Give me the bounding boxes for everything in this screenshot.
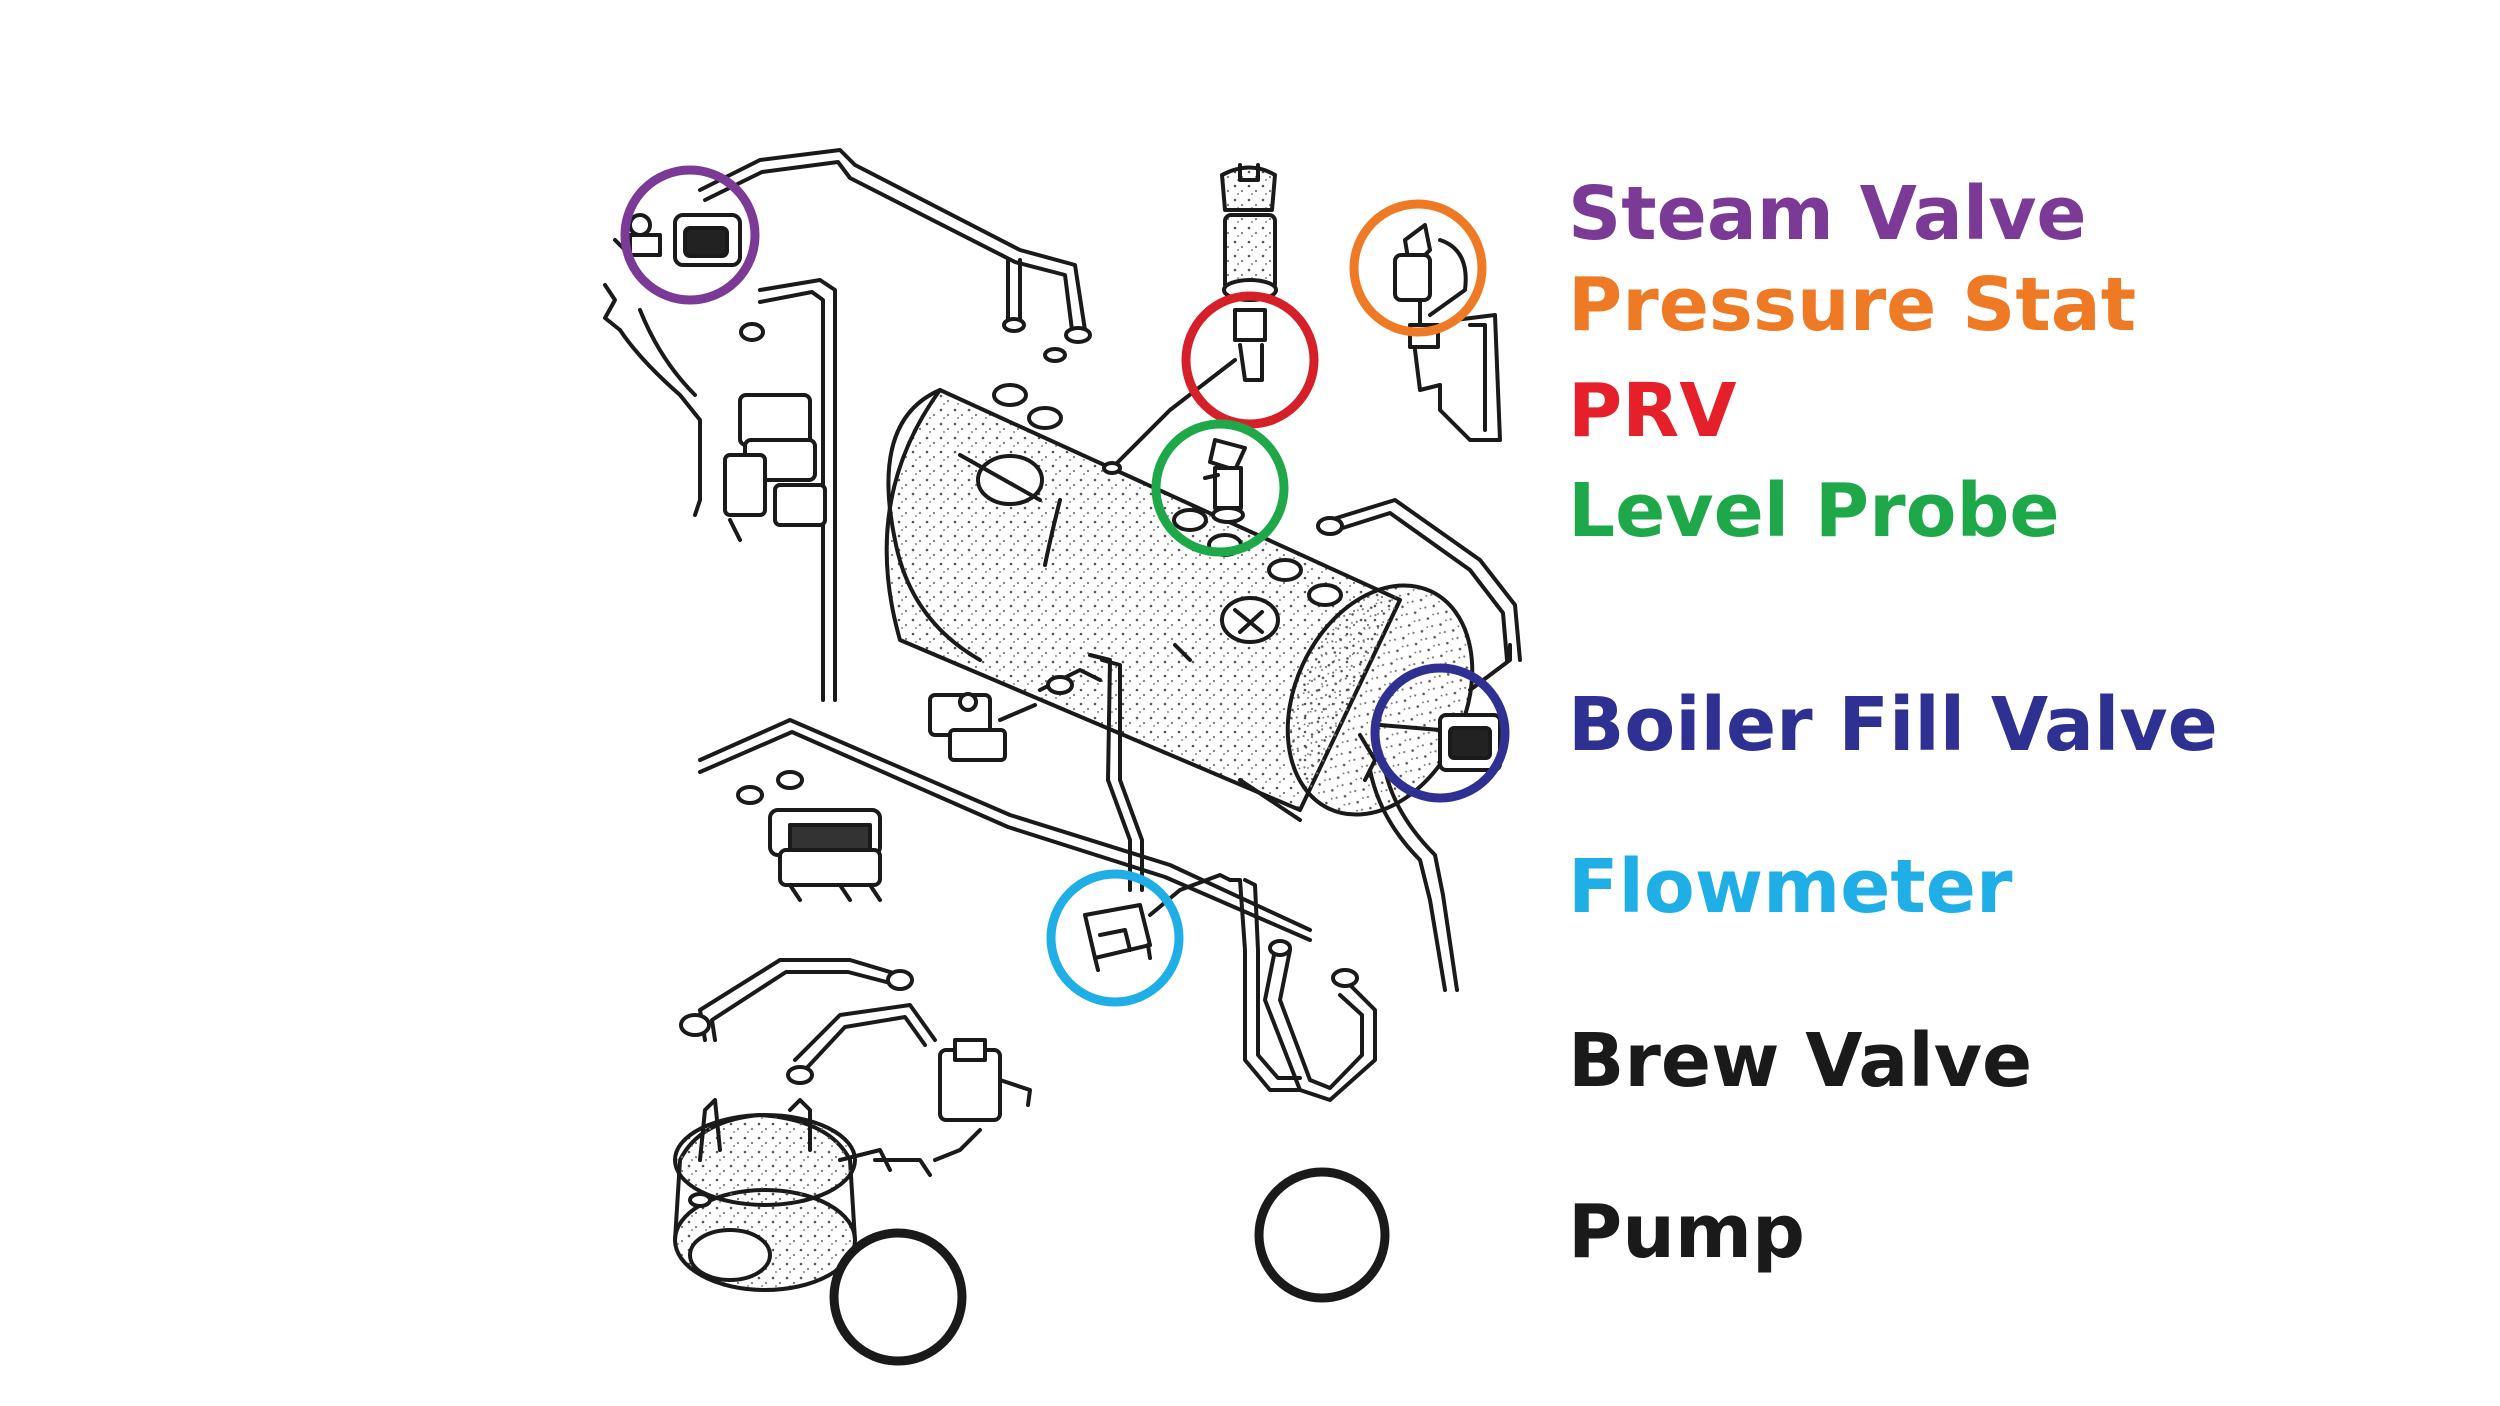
boiler-fill-valve-assembly — [1316, 498, 1522, 992]
pump-highlight-circle — [829, 1228, 967, 1366]
level-probe-assembly — [1203, 438, 1247, 524]
steam-valve-assembly — [603, 148, 1092, 702]
steam-valve-label: Steam Valve — [1568, 171, 2087, 257]
solenoid-block — [723, 393, 827, 542]
boiler-fill-valve-highlight-circle — [1370, 663, 1510, 803]
prv-label: PRV — [1568, 368, 1737, 454]
boiler-fill-valve-label: Boiler Fill Valve — [1568, 682, 2218, 768]
middle-piping — [698, 653, 1312, 942]
pressure-stat-assembly — [1393, 223, 1502, 442]
pressure-stat-highlight-circle — [1349, 199, 1487, 337]
brew-valve-highlight-circle — [1254, 1167, 1390, 1303]
pump-label: Pump — [1568, 1189, 1805, 1275]
flowmeter-assembly — [1083, 873, 1377, 1102]
brew-valve-label: Brew Valve — [1568, 1018, 2033, 1104]
small-switch — [928, 692, 1037, 762]
pump-assembly — [673, 958, 1032, 1292]
pressure-stat-label: Pressure Stat — [1568, 262, 2137, 348]
prv-highlight-circle — [1181, 291, 1319, 429]
level-probe-label: Level Probe — [1568, 468, 2060, 554]
boiler — [884, 383, 1475, 822]
flowmeter-highlight-circle — [1046, 869, 1184, 1007]
steam-valve-highlight-circle — [620, 165, 760, 305]
level-probe-highlight-circle — [1151, 419, 1289, 557]
flowmeter-label: Flowmeter — [1568, 844, 2013, 930]
manifold — [768, 808, 882, 902]
